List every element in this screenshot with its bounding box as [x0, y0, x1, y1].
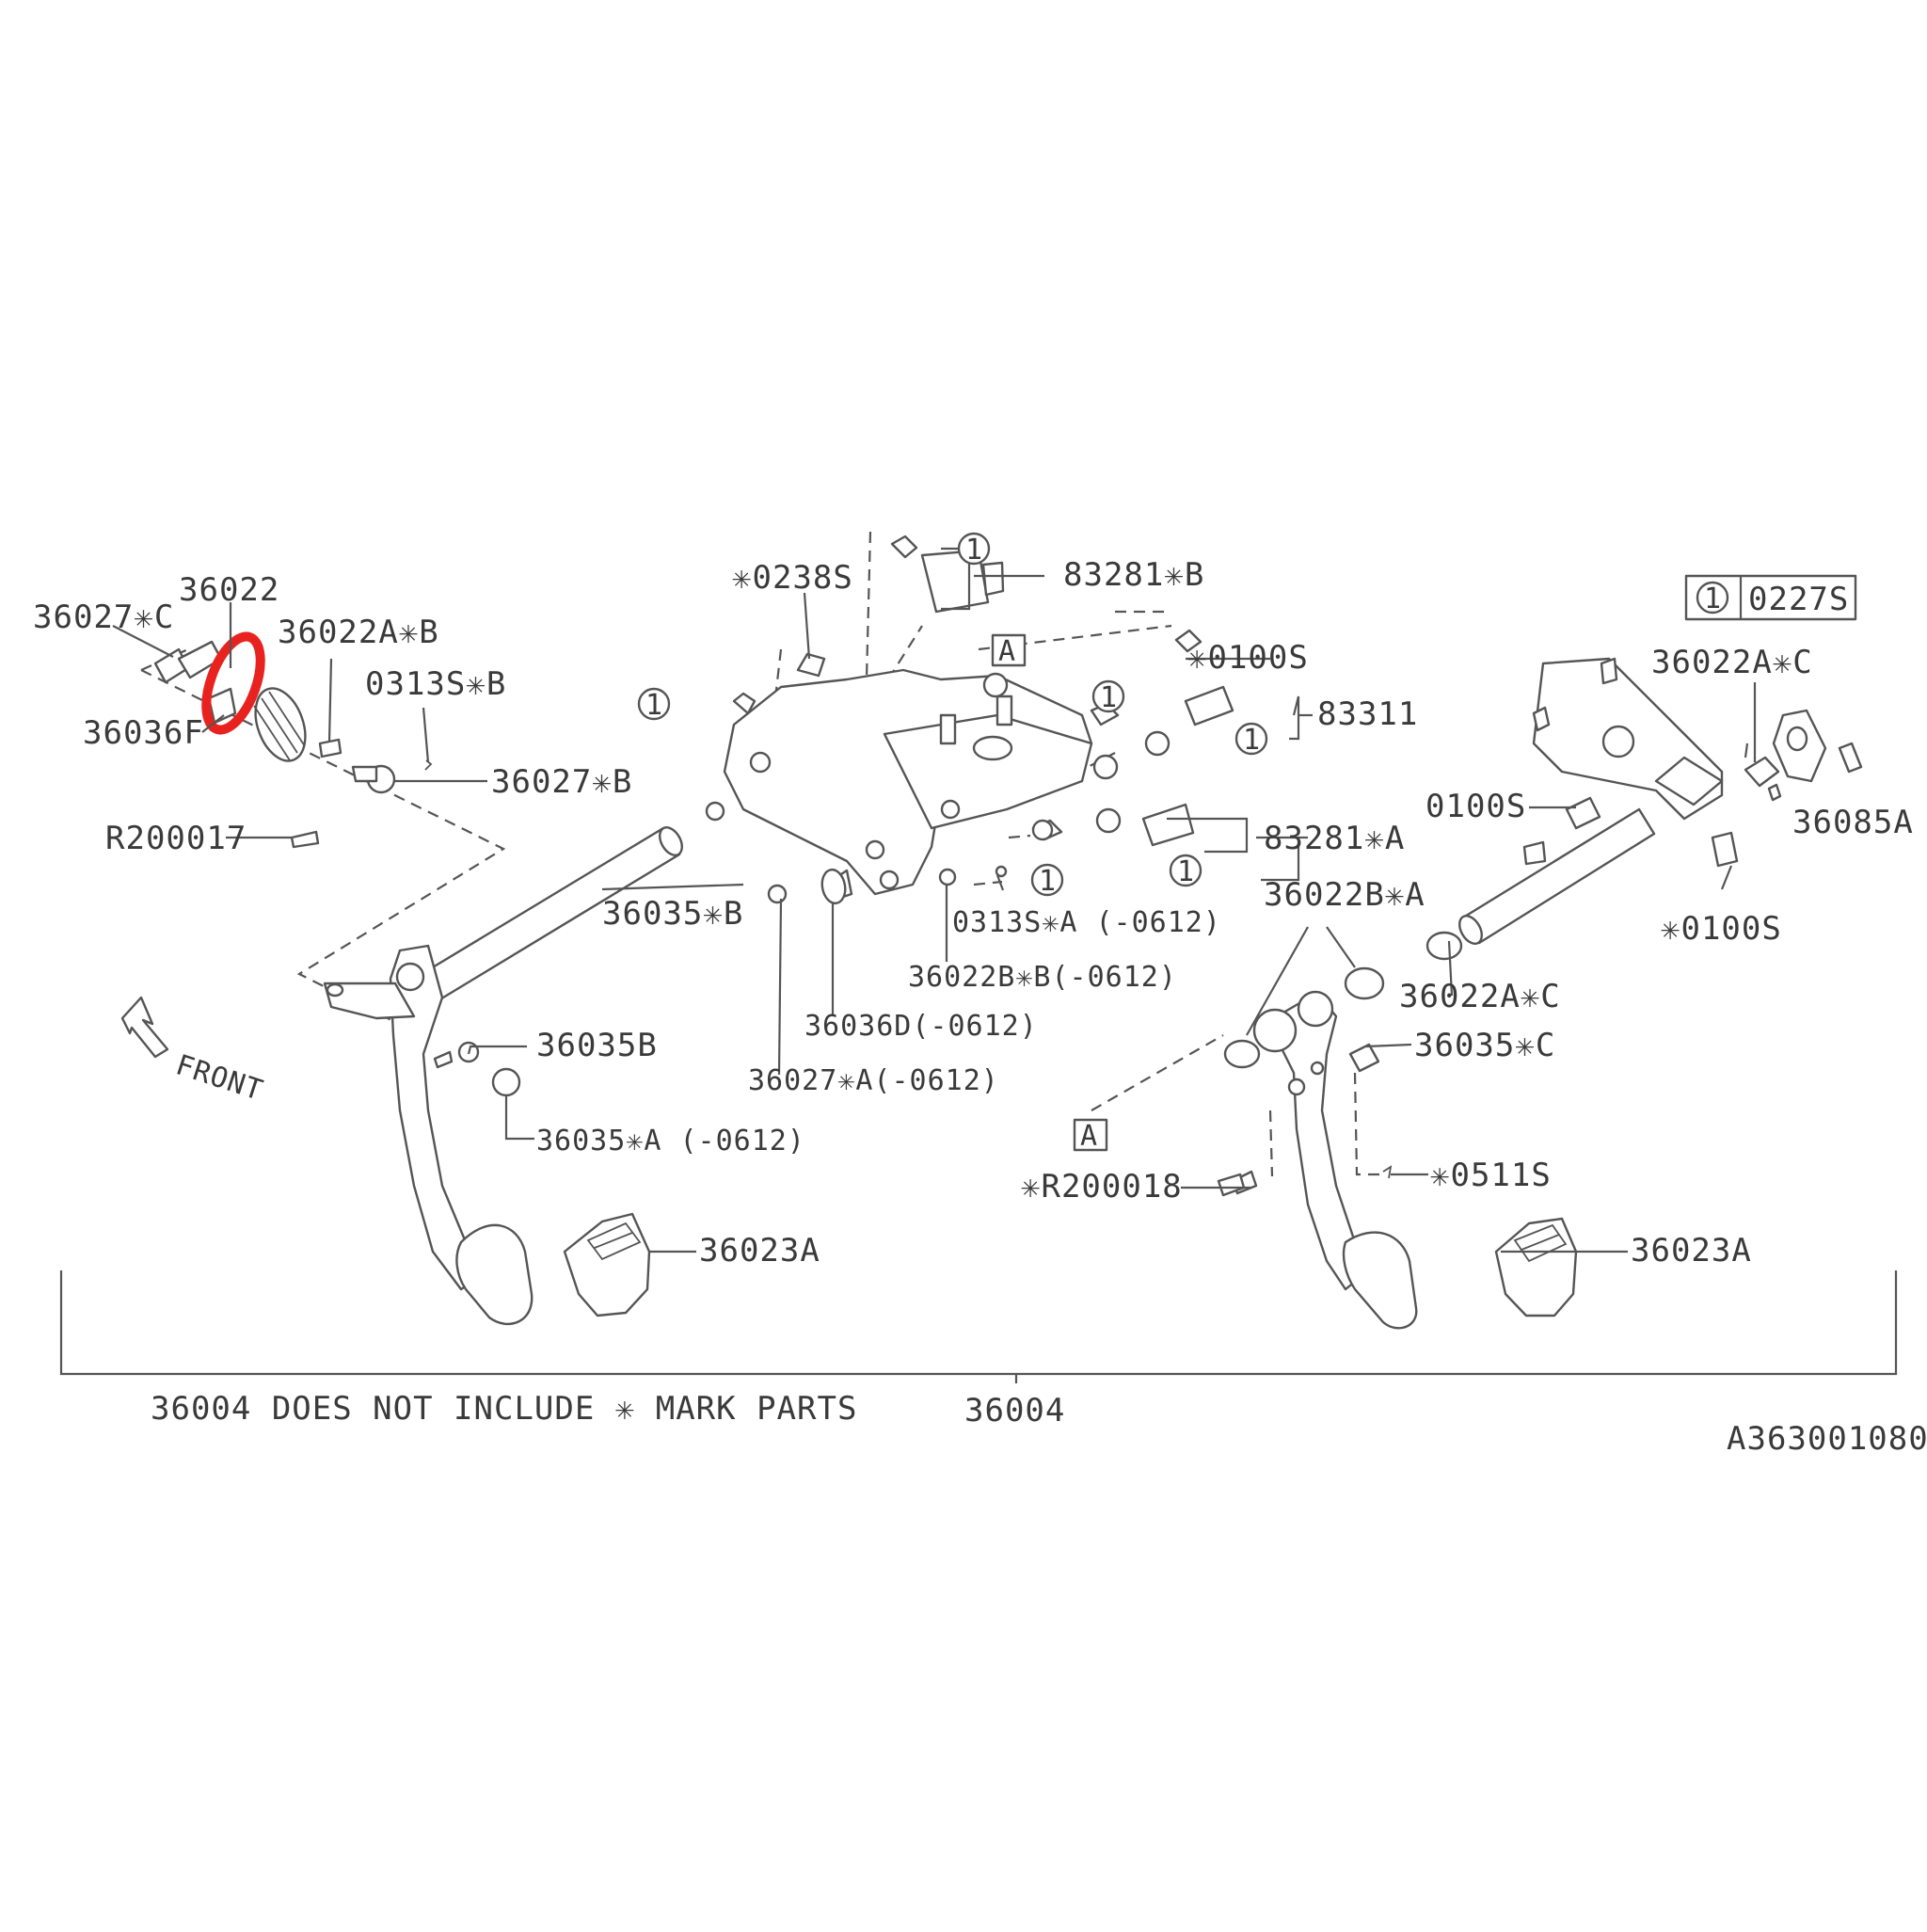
label-36023a-left: 36023A	[699, 1232, 820, 1269]
label-36027-a: 36027✳A(-0612)	[748, 1064, 999, 1097]
svg-text:1: 1	[645, 689, 663, 722]
circle-marker	[1030, 863, 1064, 897]
front-label: FRONT	[172, 1048, 267, 1108]
legend-code: 0227S	[1748, 581, 1849, 618]
label-0511s: ✳0511S	[1430, 1157, 1552, 1194]
svg-text:A: A	[1080, 1120, 1098, 1153]
label-36035-c: 36035✳C	[1414, 1027, 1555, 1064]
leader-lines	[59, 547, 1898, 1383]
label-36036d: 36036D(-0612)	[804, 1010, 1038, 1043]
label-36035b: 36035B	[536, 1027, 658, 1064]
label-36022b-a: 36022B✳A	[1264, 876, 1425, 914]
svg-text:1: 1	[1243, 724, 1261, 757]
callout-markers: 1 1 1 1 1 1 A A 1 0227S	[637, 532, 1857, 1153]
label-0100s-right: 0100S	[1425, 788, 1526, 825]
circle-marker	[1091, 679, 1125, 713]
label-r200018: ✳R200018	[1021, 1168, 1183, 1206]
clutch-pedal-assembly	[140, 631, 683, 1326]
legend-circle-num: 1	[1704, 583, 1722, 615]
label-36027-c: 36027✳C	[33, 599, 174, 636]
ref-box-a-top	[991, 633, 1027, 667]
figure-id: A363001080	[1727, 1420, 1927, 1458]
label-0313s-a: 0313S✳A (-0612)	[952, 906, 1221, 939]
label-0100s-top: ✳0100S	[1187, 639, 1309, 677]
front-arrow: FRONT	[120, 996, 267, 1108]
label-0238s: ✳0238S	[732, 559, 853, 597]
label-83281-b: 83281✳B	[1063, 556, 1204, 594]
svg-text:A: A	[998, 635, 1016, 668]
brake-pedal-assembly	[1217, 657, 1863, 1330]
ref-box-a-bottom	[1073, 1118, 1108, 1152]
label-0100s-bottom: ✳0100S	[1661, 910, 1782, 948]
pedal-bracket	[705, 531, 1234, 905]
label-36022a-c-top: 36022A✳C	[1651, 644, 1813, 681]
circle-marker	[637, 687, 671, 721]
label-36004: 36004	[964, 1392, 1065, 1429]
label-36022a-c-bottom: 36022A✳C	[1399, 978, 1561, 1015]
svg-text:1: 1	[1100, 681, 1118, 714]
label-36036f: 36036F	[83, 714, 204, 752]
circle-marker	[957, 532, 991, 566]
label-83281-a: 83281✳A	[1264, 820, 1405, 857]
svg-text:1: 1	[1177, 855, 1195, 888]
label-36035-b-star: 36035✳B	[602, 895, 743, 933]
svg-text:1: 1	[965, 534, 983, 567]
label-36023a-right: 36023A	[1631, 1232, 1752, 1269]
label-r200017: R200017	[105, 820, 247, 857]
part-labels: 36022 36027✳C 36022A✳B 0313S✳B 36036F 36…	[33, 556, 1927, 1458]
label-36022: 36022	[179, 571, 279, 609]
assembly-note: 36004 DOES NOT INCLUDE ✳ MARK PARTS	[151, 1390, 857, 1428]
label-36035-a: 36035✳A (-0612)	[536, 1125, 805, 1158]
highlight-ring	[201, 631, 265, 735]
label-36022b-b: 36022B✳B(-0612)	[908, 961, 1177, 994]
label-0313s-b: 0313S✳B	[365, 665, 506, 703]
label-36085a: 36085A	[1792, 804, 1914, 841]
label-36022a-b: 36022A✳B	[278, 614, 439, 651]
label-83311: 83311	[1317, 695, 1418, 733]
svg-text:1: 1	[1039, 865, 1057, 898]
label-36027-b: 36027✳B	[491, 763, 632, 801]
circle-marker	[1169, 854, 1202, 887]
circle-marker	[1234, 722, 1268, 756]
